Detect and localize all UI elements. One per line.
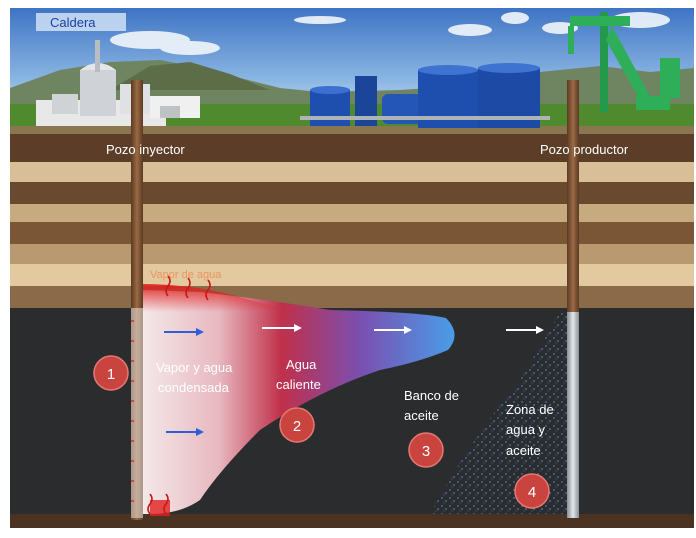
flow-arrow-1 [164, 328, 204, 336]
producer-well-pipe [567, 80, 579, 312]
zone-2-marker [279, 407, 315, 443]
zone-4-number: 4 [528, 484, 536, 501]
hill [110, 62, 270, 90]
oil-water-zone [430, 312, 574, 514]
flow-arrow-4 [506, 326, 544, 334]
steam-label-faint: Vapor de agua [150, 269, 222, 281]
base-layer [10, 514, 694, 528]
flow-arrow-2 [262, 324, 302, 332]
zone-2: 2 Agua caliente [276, 357, 321, 443]
pump-jack [568, 12, 680, 112]
boiler-label: Caldera [50, 15, 96, 30]
zone-3: 3 Banco de aceite [404, 388, 459, 468]
zone-4: 4 Zona de agua y aceite [506, 402, 554, 509]
zone-3-text-line-2: aceite [404, 408, 439, 423]
zone-4-marker [514, 473, 550, 509]
zone-4-text-line-3: aceite [506, 443, 541, 458]
zone-1-text-line-1: Vapor y agua [156, 360, 233, 375]
zone-4-text-line-2: agua y [506, 422, 546, 437]
steam-top-band [140, 284, 290, 312]
producer-well-screen [567, 312, 579, 518]
injector-well-label: Pozo inyector [106, 142, 185, 157]
zone-3-marker [408, 432, 444, 468]
flow-arrows [164, 324, 544, 436]
zone-3-number: 3 [422, 443, 430, 460]
zone-4-text-line-1: Zona de [506, 402, 554, 417]
zone-2-number: 2 [293, 418, 301, 435]
boiler-plant [36, 40, 200, 126]
injector-perforations [131, 320, 134, 502]
storage-tanks [300, 63, 550, 128]
ground-edge [10, 126, 694, 134]
steam-wisps [147, 275, 211, 515]
zone-2-text-line-1: Agua [286, 357, 317, 372]
boiler-label-box [36, 13, 126, 31]
zone-1-text-line-2: condensada [158, 380, 230, 395]
injector-well-perforated [131, 308, 143, 518]
zone-1-marker [93, 355, 129, 391]
rock-strata [10, 134, 694, 308]
zone-1: 1 Vapor y agua condensada [93, 355, 233, 395]
producer-well-label: Pozo productor [540, 142, 629, 157]
zone-3-text-line-1: Banco de [404, 388, 459, 403]
zone-2-text-line-2: caliente [276, 377, 321, 392]
flow-arrow-3 [374, 326, 412, 334]
steam-plume [140, 290, 455, 514]
zone-1-number: 1 [107, 366, 115, 383]
flow-arrow-5 [166, 428, 204, 436]
